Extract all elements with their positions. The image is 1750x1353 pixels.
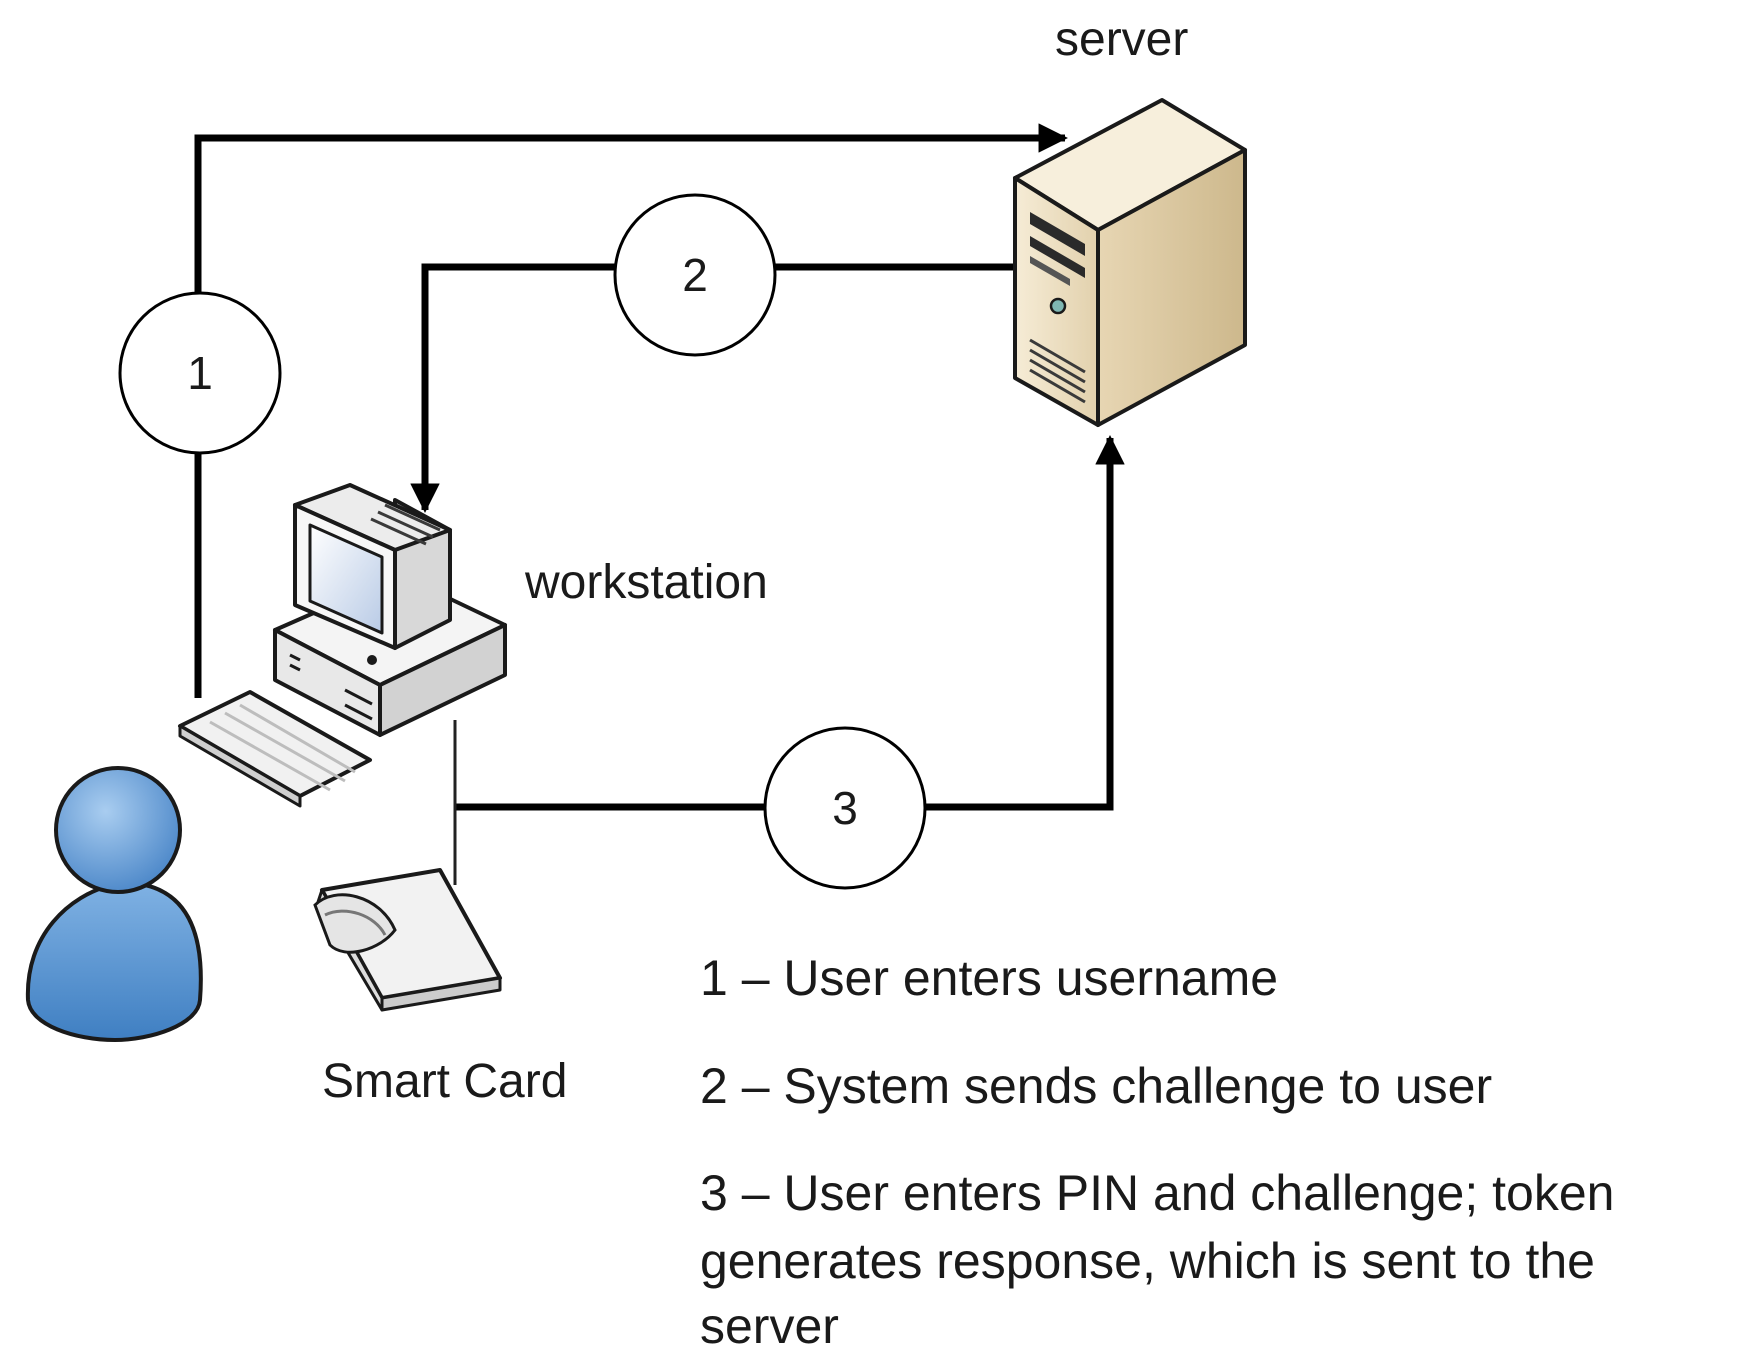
keyboard-icon — [178, 690, 372, 808]
user-icon — [25, 766, 203, 1043]
legend-item-3-line-2: generates response, which is sent to the — [700, 1233, 1595, 1289]
arrow-step-1 — [194, 123, 1068, 698]
workstation-icon — [273, 483, 507, 737]
server-icon — [1013, 98, 1247, 427]
step-2-label: 2 — [682, 249, 708, 301]
legend: 1 – User enters username 2 – System send… — [700, 950, 1614, 1353]
arrow-step-3 — [455, 435, 1125, 811]
legend-item-3-line-3: server — [700, 1298, 839, 1353]
smart-card-reader-icon — [313, 868, 502, 1012]
workstation-label: workstation — [524, 556, 768, 609]
step-2-circle — [613, 193, 777, 357]
step-3-circle — [763, 726, 927, 890]
step-1-circle — [118, 291, 282, 455]
step-3-label: 3 — [832, 782, 858, 834]
smart-card-label: Smart Card — [322, 1055, 567, 1108]
legend-item-2: 2 – System sends challenge to user — [700, 1058, 1492, 1114]
legend-item-3-line-1: 3 – User enters PIN and challenge; token — [700, 1165, 1614, 1221]
legend-item-1: 1 – User enters username — [700, 950, 1278, 1006]
server-label: server — [1055, 13, 1188, 66]
arrow-step-2 — [410, 263, 1030, 513]
step-1-label: 1 — [187, 347, 213, 399]
